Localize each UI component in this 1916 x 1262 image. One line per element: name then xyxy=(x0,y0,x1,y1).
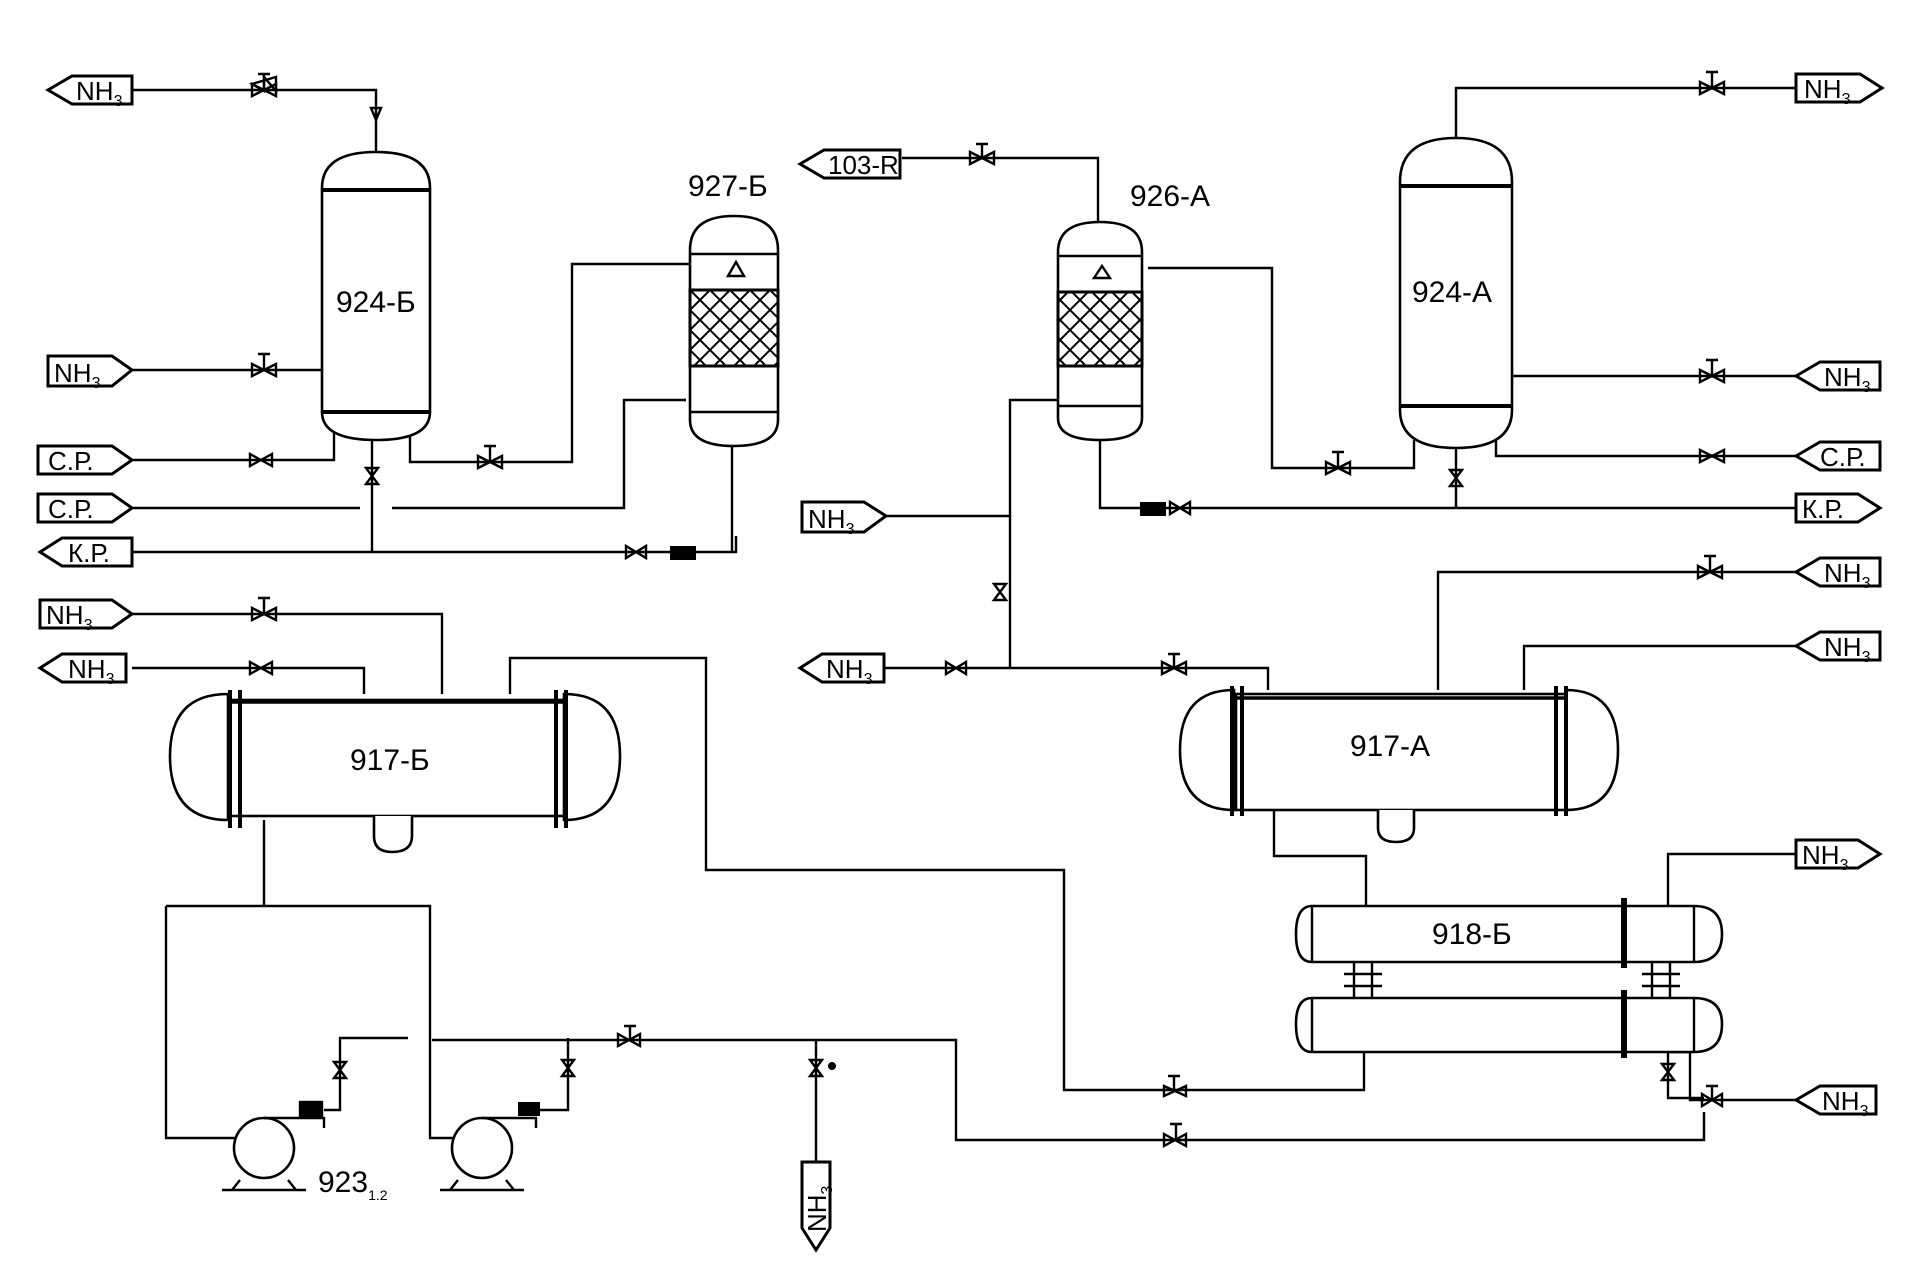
tag-103r: 103-R xyxy=(797,148,902,180)
tag-nh3-right-2: NH3 xyxy=(1793,360,1882,396)
label-927b: 927-Б xyxy=(688,170,768,203)
tag-nh3-right-6: NH3 xyxy=(1793,1084,1878,1120)
svg-text:С.Р.: С.Р. xyxy=(1820,442,1866,472)
tag-nh3-right-3: NH3 xyxy=(1793,556,1882,592)
vessel-917a xyxy=(1178,686,1620,844)
tag-kp-left: К.Р. xyxy=(37,536,134,568)
label-pump-923: 9231.2 xyxy=(318,1166,388,1203)
svg-text:NH3: NH3 xyxy=(76,76,123,110)
vessel-918b-lower xyxy=(1294,962,1724,1058)
label-917a: 917-А xyxy=(1350,730,1430,763)
piping xyxy=(132,86,1796,1162)
tag-nh3-mid-2: NH3 xyxy=(797,652,886,688)
svg-text:NH3: NH3 xyxy=(802,1185,836,1232)
tag-nh3-left-2: NH3 xyxy=(46,354,135,392)
svg-text:NH3: NH3 xyxy=(46,600,93,634)
label-926a: 926-А xyxy=(1130,180,1210,213)
svg-text:NH3: NH3 xyxy=(1824,632,1871,666)
vessel-924b xyxy=(320,150,432,442)
tag-nh3-right-4: NH3 xyxy=(1793,630,1882,666)
vessel-924a xyxy=(1398,136,1514,450)
label-924b: 924-Б xyxy=(336,286,416,319)
tag-nh3-mid-1: NH3 xyxy=(800,500,889,538)
vessel-918b-upper xyxy=(1294,898,1724,968)
label-917b: 917-Б xyxy=(350,744,430,777)
svg-text:К.Р.: К.Р. xyxy=(68,538,110,568)
tag-nh3-right-1: NH3 xyxy=(1794,72,1885,108)
vessel-917b xyxy=(168,690,622,854)
tag-nh3-left-3: NH3 xyxy=(38,598,135,634)
tag-cp-right: С.Р. xyxy=(1793,440,1882,472)
valves xyxy=(248,70,1726,1149)
tag-nh3-bottom: NH3 xyxy=(800,1160,836,1253)
pump-923-2 xyxy=(440,1102,540,1192)
svg-text:NH3: NH3 xyxy=(1804,74,1851,108)
svg-text:NH3: NH3 xyxy=(826,654,873,688)
tag-cp-2: С.Р. xyxy=(36,492,135,524)
svg-text:103-R: 103-R xyxy=(828,150,899,180)
svg-text:NH3: NH3 xyxy=(68,654,115,688)
label-924a: 924-А xyxy=(1412,276,1492,309)
svg-text:NH3: NH3 xyxy=(1822,1086,1869,1120)
svg-text:NH3: NH3 xyxy=(1802,840,1849,874)
tag-nh3-left-1: NH3 xyxy=(45,74,134,110)
svg-text:NH3: NH3 xyxy=(54,358,101,392)
vessel-926a xyxy=(1056,220,1144,442)
svg-text:NH3: NH3 xyxy=(1824,558,1871,592)
svg-text:С.Р.: С.Р. xyxy=(48,494,94,524)
label-918b: 918-Б xyxy=(1432,918,1512,951)
tag-nh3-left-4: NH3 xyxy=(37,652,128,688)
svg-text:NH3: NH3 xyxy=(808,504,855,538)
svg-text:NH3: NH3 xyxy=(1824,362,1871,396)
tag-kp-right: К.Р. xyxy=(1794,492,1883,524)
svg-text:К.Р.: К.Р. xyxy=(1802,494,1844,524)
svg-text:С.Р.: С.Р. xyxy=(48,446,94,476)
tag-nh3-right-5: NH3 xyxy=(1794,838,1883,874)
tag-cp-1: С.Р. xyxy=(36,444,135,476)
vessel-927b xyxy=(688,214,780,448)
